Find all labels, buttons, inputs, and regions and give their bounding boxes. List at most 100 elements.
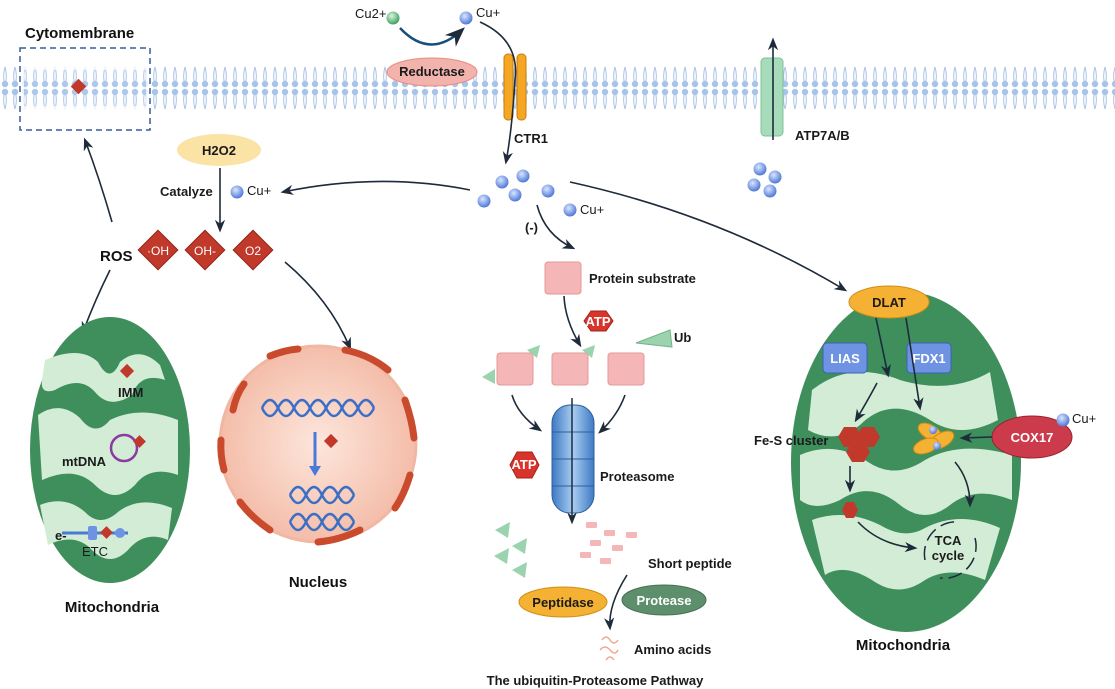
tca-label-line1: TCA xyxy=(935,533,962,548)
dlat-label: DLAT xyxy=(872,295,906,310)
lipid-bilayer xyxy=(0,65,1115,109)
protease-label: Protease xyxy=(637,593,692,608)
fes-cluster-remaining xyxy=(842,502,858,518)
ros-diamond xyxy=(184,229,226,271)
dna-ros-marker xyxy=(323,433,339,449)
ub-label: Ub xyxy=(674,330,691,345)
cu1-label: Cu+ xyxy=(476,5,500,20)
peptide-fragment xyxy=(626,532,637,538)
atp-hexagon xyxy=(509,451,540,479)
cu-ion xyxy=(753,162,767,176)
ups-title: The ubiquitin-Proteasome Pathway xyxy=(487,673,704,688)
atp7-transporter: ATP7A/B xyxy=(747,37,850,198)
nuclear-pore-patch xyxy=(229,380,248,414)
mtdna-ring xyxy=(109,433,139,463)
etc-carrier xyxy=(115,528,125,538)
cu-ion xyxy=(495,175,509,189)
short-peptide-label: Short peptide xyxy=(648,556,732,571)
right-mito-title: Mitochondria xyxy=(856,637,951,654)
fes-label: Fe-S cluster xyxy=(754,433,828,448)
right-mitochondrion: DLAT LIAS FDX1 Fe-S cluster COX17 Cu+ xyxy=(754,285,1096,654)
left-mitochondrion: IMM mtDNA e- ETC Mitochondria xyxy=(30,317,190,616)
cu-ion xyxy=(477,194,491,208)
peptide-fragment xyxy=(590,540,601,546)
ros-diamond xyxy=(232,229,274,271)
etc-complex xyxy=(88,526,97,540)
cox17-label: COX17 xyxy=(1011,430,1054,445)
cu-ion xyxy=(516,169,530,183)
arrow-to-membrane xyxy=(83,137,113,223)
dlat-fdx1-arrow xyxy=(905,317,924,411)
arrow-to-ups xyxy=(536,204,576,250)
catalyze-cu-label: Cu+ xyxy=(247,183,271,198)
cu1-ion xyxy=(459,11,473,25)
ros-label: ROS xyxy=(100,248,133,265)
electron-label: e- xyxy=(55,528,67,543)
lias-protein xyxy=(822,342,868,374)
imm-label: IMM xyxy=(118,385,143,400)
cytomembrane-label: Cytomembrane xyxy=(25,25,134,42)
imm-damage-marker xyxy=(119,363,135,379)
amino-acids-label: Amino acids xyxy=(634,642,711,657)
dlat-protein xyxy=(848,285,930,319)
nuclear-pore-patch xyxy=(266,345,302,360)
fdx1-label: FDX1 xyxy=(912,351,945,366)
nuclear-pore-patch xyxy=(236,498,274,534)
arrow-to-dlat xyxy=(569,181,848,292)
ros-species-label: O2 xyxy=(245,244,261,258)
copper-import-arrow xyxy=(479,21,517,165)
ctr1-helix-right xyxy=(516,53,527,121)
oligomerized-dlat xyxy=(913,422,955,455)
proteasome-label: Proteasome xyxy=(600,469,674,484)
ubiquitin-proteasome-pathway: (-) Cu+ Protein substrate ATP Ub Proteas… xyxy=(482,202,732,688)
nuclear-pore-patch xyxy=(217,436,228,474)
peptide-fragment xyxy=(604,530,615,536)
ubiquitination-arrow xyxy=(563,295,582,348)
released-ub xyxy=(495,522,510,538)
copper-reduction: Cu2+ Cu+ Reductase xyxy=(355,5,500,87)
peptide-fragment xyxy=(586,522,597,528)
cu-ion xyxy=(1056,413,1070,427)
amino-acid-squiggles xyxy=(599,636,619,661)
mito-cristae xyxy=(38,408,178,495)
mito-cristae xyxy=(812,515,1000,590)
ctr1-label: CTR1 xyxy=(514,131,548,146)
cox17-cu-label: Cu+ xyxy=(1072,411,1096,426)
atp2-label: ATP xyxy=(511,457,536,472)
arrow-to-ros xyxy=(280,180,471,195)
ubiquitin-chain xyxy=(635,329,673,348)
ups-cu-label: Cu+ xyxy=(580,202,604,217)
released-ub xyxy=(512,538,527,554)
ubiquitinated-substrate xyxy=(607,352,645,386)
cu2-ion xyxy=(386,11,400,25)
protein-substrate xyxy=(544,261,582,295)
broken-dna-strand xyxy=(288,485,356,505)
dna-damage-arrowhead xyxy=(309,466,321,476)
dlat-arrow xyxy=(875,317,891,378)
cu-ion xyxy=(747,178,761,192)
ctr1-transporter: CTR1 xyxy=(479,21,548,165)
cu-ion xyxy=(230,185,244,199)
ros-species-hydroxide: OH- xyxy=(184,229,226,271)
ubiquitinated-substrate xyxy=(551,352,589,386)
ros-damage-marker xyxy=(70,78,87,95)
dna-helix-strand xyxy=(260,398,376,418)
tca-label-line2: cycle xyxy=(932,548,965,563)
h2o2-label: H2O2 xyxy=(202,143,236,158)
released-ub xyxy=(512,562,527,578)
etc-label: ETC xyxy=(82,544,108,559)
arrow-to-proteasome xyxy=(511,394,543,432)
ub-tag xyxy=(582,345,595,358)
mito-cristae xyxy=(800,448,1012,515)
atp7-channel xyxy=(760,57,784,137)
peptide-fragment xyxy=(580,552,591,558)
ubiquitinated-substrate xyxy=(496,352,534,386)
arrow-to-fes xyxy=(854,382,878,423)
ros-section: H2O2 Catalyze Cu+ ROS ·OH OH- O2 xyxy=(81,134,351,351)
cu2-label: Cu2+ xyxy=(355,6,386,21)
cu-ion xyxy=(768,170,782,184)
catalyze-label: Catalyze xyxy=(160,184,213,199)
protease-enzyme xyxy=(621,584,707,616)
substrate-label: Protein substrate xyxy=(589,271,696,286)
